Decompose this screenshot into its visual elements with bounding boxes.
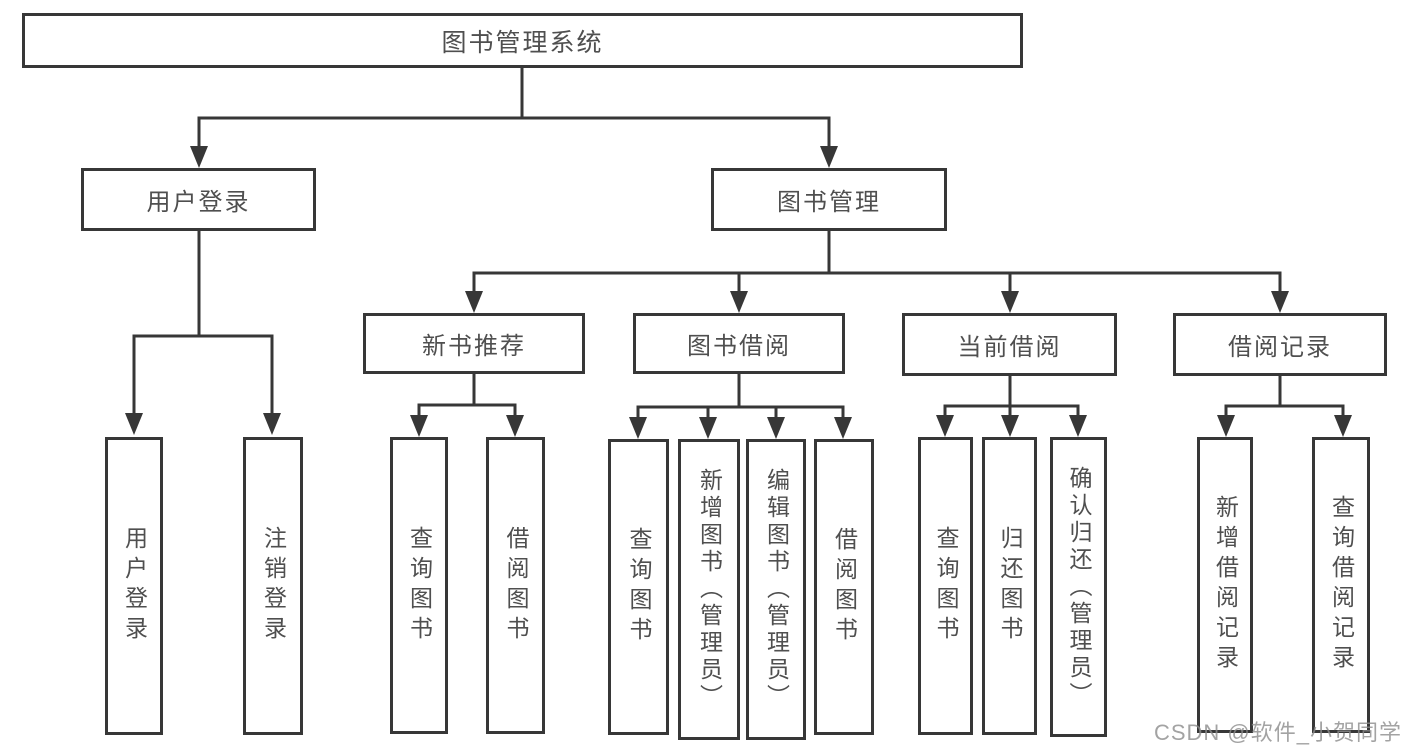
arrowhead-icons — [125, 146, 1352, 439]
leaf-records-add-borrow-record: 新增借阅记录 — [1197, 437, 1253, 733]
node-root: 图书管理系统 — [22, 13, 1023, 68]
leaf-current-return-books: 归还图书 — [982, 437, 1037, 735]
arrow-shafts — [132, 118, 1345, 422]
leaf-current-confirm-return-admin: 确认归还（管理员） — [1050, 437, 1107, 737]
leaf-logout: 注销登录 — [243, 437, 303, 735]
connector-segments — [132, 66, 1345, 409]
node-book-borrowing: 图书借阅 — [633, 313, 845, 374]
node-user-login: 用户登录 — [81, 168, 316, 231]
node-current-borrowing: 当前借阅 — [902, 313, 1117, 376]
leaf-borrow-edit-books-admin: 编辑图书（管理员） — [746, 439, 806, 740]
leaf-borrow-borrow-books: 借阅图书 — [814, 439, 874, 735]
leaf-current-query-books: 查询图书 — [918, 437, 973, 735]
watermark: CSDN @软件_小贺同学 — [1153, 720, 1402, 745]
leaf-records-query-borrow-record: 查询借阅记录 — [1312, 437, 1370, 733]
leaf-recommend-query-books: 查询图书 — [390, 437, 448, 734]
node-borrowing-records: 借阅记录 — [1173, 313, 1387, 376]
node-book-management: 图书管理 — [711, 168, 947, 231]
leaf-user-login: 用户登录 — [105, 437, 163, 735]
leaf-recommend-borrow-books: 借阅图书 — [486, 437, 545, 734]
leaf-borrow-query-books: 查询图书 — [608, 439, 669, 735]
leaf-borrow-add-books-admin: 新增图书（管理员） — [678, 439, 740, 740]
node-new-book-recommendation: 新书推荐 — [363, 313, 585, 374]
